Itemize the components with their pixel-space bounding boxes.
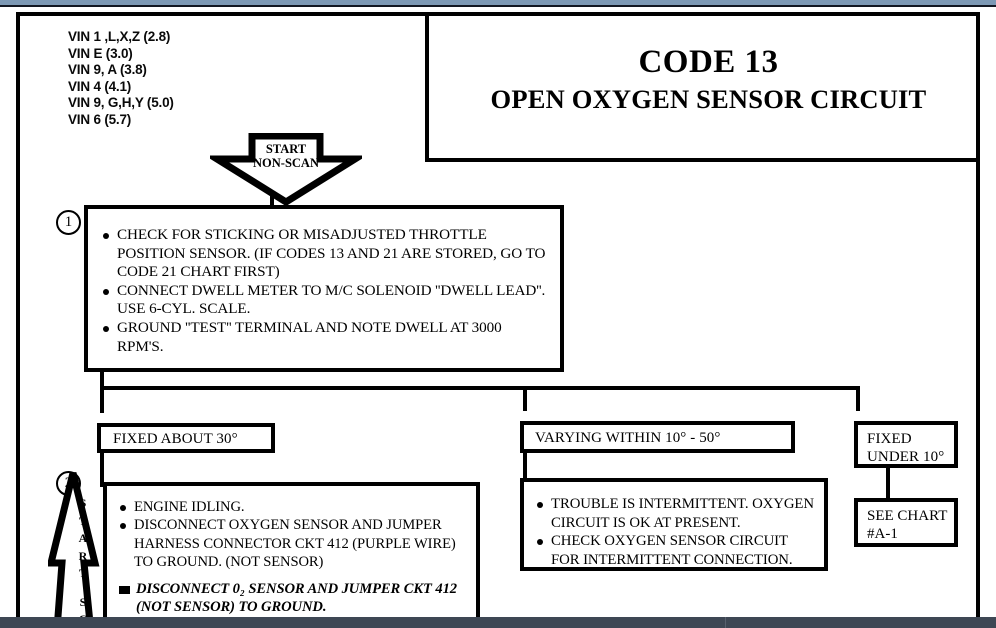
intermittent-bullet: CHECK OXYGEN SENSOR CIRCUIT FOR INTERMIT… [536,532,818,569]
connector-start-to-step1 [270,196,274,208]
vin-line: VIN 1 ,L,X,Z (2.8) [68,29,171,44]
see-chart-box: SEE CHART #A-1 [854,498,958,547]
step2-scan-bullet: DISCONNECT 0₂ SENSOR AND JUMPER CKT 412 … [119,580,470,617]
condition-fixed-30-label: FIXED ABOUT 30° [113,431,238,447]
step2-scan-bullet-list: DISCONNECT 0₂ SENSOR AND JUMPER CKT 412 … [119,580,470,618]
top-viewer-strip [0,0,996,7]
vin-application-list: VIN 1 ,L,X,Z (2.8) VIN E (3.0) VIN 9, A … [68,29,174,129]
step2-bullet-list: ENGINE IDLING. DISCONNECT OXYGEN SENSOR … [119,498,470,571]
condition-fixed-under-line1: FIXED [867,431,912,447]
step-marker-1: 1 [56,210,81,235]
condition-fixed-30-box: FIXED ABOUT 30° [97,423,275,453]
step1-bullet: CONNECT DWELL METER TO M/C SOLENOID ''DW… [102,282,548,319]
start-non-scan-arrow: START NON-SCAN [210,133,362,205]
see-chart-line2: #A-1 [867,526,898,542]
start-scan-arrow: S T A R T S C A N [48,471,110,618]
intermittent-result-box: TROUBLE IS INTERMITTENT. OXYGEN CIRCUIT … [520,478,828,571]
chart-title-box: CODE 13 OPEN OXYGEN SENSOR CIRCUIT [425,16,976,162]
condition-fixed-under-line2: UNDER 10° [867,449,945,465]
connector-step1-down [100,368,104,400]
step1-instruction-box: CHECK FOR STICKING OR MISADJUSTED THROTT… [84,205,564,372]
vin-line: VIN 9, A (3.8) [68,62,147,78]
page-title: CODE 13 [638,44,779,81]
step1-bullet-list: CHECK FOR STICKING OR MISADJUSTED THROTT… [102,226,548,356]
connector-branch-mid-drop [523,386,527,411]
vin-line: VIN 4 (4.1) [68,78,132,94]
intermittent-bullet-list: TROUBLE IS INTERMITTENT. OXYGEN CIRCUIT … [536,495,818,569]
condition-varying-box: VARYING WITHIN 10° - 50° [520,421,795,453]
connector-varying-to-result [523,449,527,482]
vin-line: VIN 9, G,H,Y (5.0) [68,95,174,111]
step1-bullet: GROUND ''TEST'' TERMINAL AND NOTE DWELL … [102,319,548,356]
vin-line: VIN 6 (5.7) [68,111,132,127]
see-chart-line1: SEE CHART [867,508,948,524]
connector-fixedunder-to-seechart [886,464,890,502]
condition-fixed-under-10-box: FIXED UNDER 10° [854,421,958,468]
intermittent-bullet: TROUBLE IS INTERMITTENT. OXYGEN CIRCUIT … [536,495,818,532]
step2-instruction-box: ENGINE IDLING. DISCONNECT OXYGEN SENSOR … [103,482,480,618]
step2-bullet: DISCONNECT OXYGEN SENSOR AND JUMPER HARN… [119,516,470,571]
page-subtitle: OPEN OXYGEN SENSOR CIRCUIT [490,84,927,115]
condition-varying-label: VARYING WITHIN 10° - 50° [535,430,721,446]
connector-branch-bus [100,386,860,390]
vin-line: VIN E (3.0) [68,45,133,61]
chart-sheet: VIN 1 ,L,X,Z (2.8) VIN E (3.0) VIN 9, A … [16,12,980,618]
connector-branch-right-drop [856,386,860,411]
step1-bullet: CHECK FOR STICKING OR MISADJUSTED THROTT… [102,226,548,282]
connector-branch-left-drop [100,386,104,413]
step2-bullet: ENGINE IDLING. [119,498,470,516]
bottom-viewer-strip [0,617,996,628]
bottom-strip-divider [725,617,726,628]
connector-fixed30-to-step2 [100,449,104,487]
